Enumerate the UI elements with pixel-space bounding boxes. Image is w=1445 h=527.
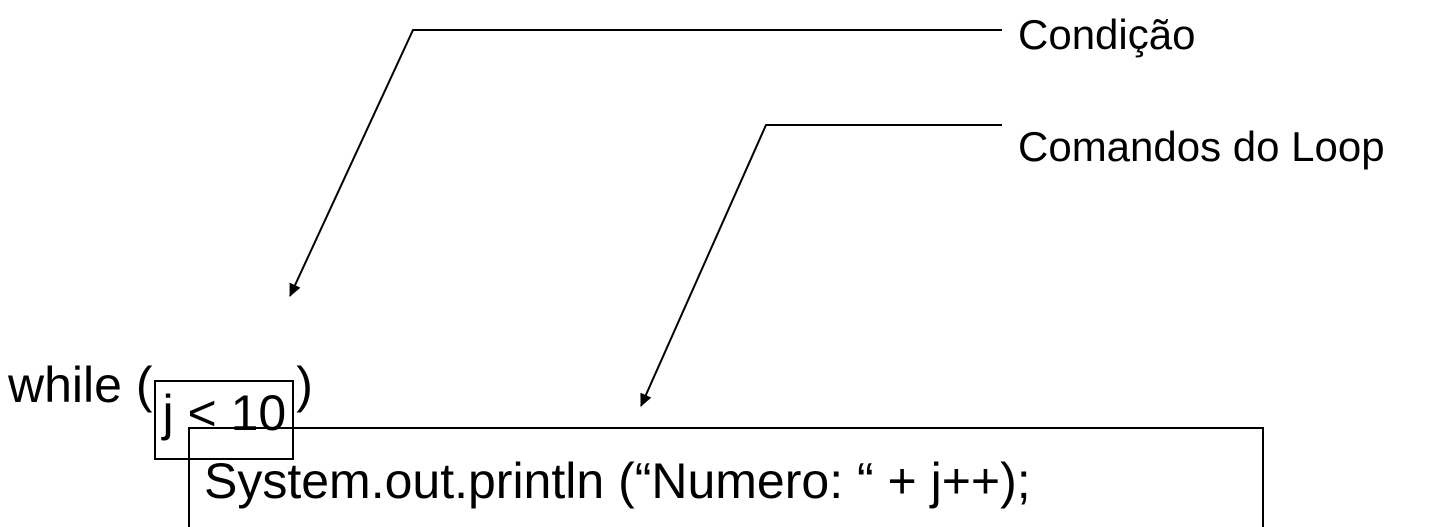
condition-box: j < 10	[154, 380, 295, 460]
while-statement: while (j < 10)	[8, 360, 313, 460]
loop-body-box	[188, 427, 1264, 527]
condition-leader-line	[289, 29, 1002, 297]
condition-label: Condição	[1018, 11, 1196, 58]
loop-body-leader-line	[640, 124, 1002, 407]
while-keyword: while (	[8, 357, 153, 413]
loop-body-statement: System.out.println (“Numero: “ + j++);	[204, 453, 1031, 509]
while-close-paren: )	[296, 357, 313, 413]
loop-body-label: Comandos do Loop	[1018, 123, 1385, 170]
condition-expression: j < 10	[162, 385, 287, 441]
